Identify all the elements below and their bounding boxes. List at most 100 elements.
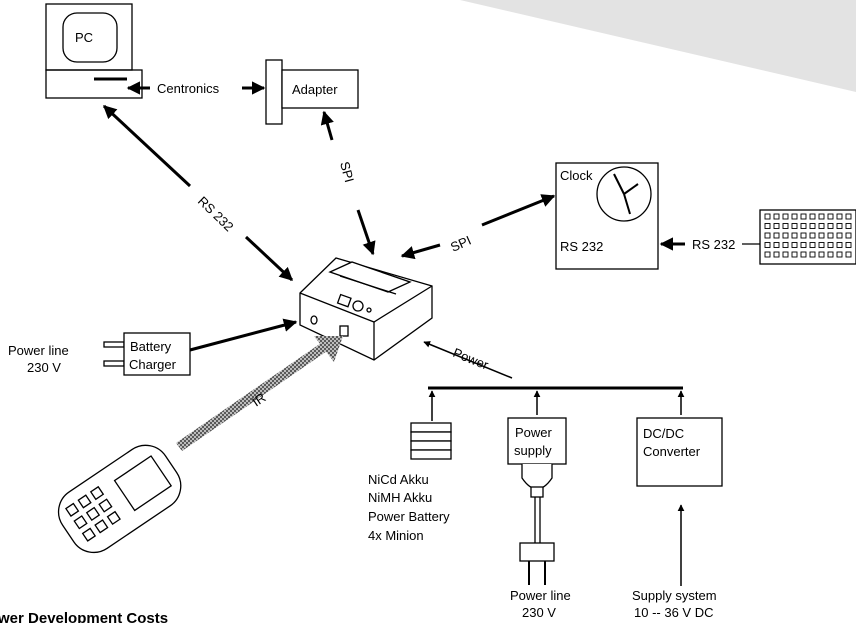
keypad-key: [836, 251, 843, 258]
remote-key: [81, 527, 97, 542]
power-cord: [519, 464, 555, 585]
centronics-label: Centronics: [157, 81, 220, 96]
battery-type-3: Power Battery: [368, 509, 450, 524]
keypad-key: [845, 223, 852, 229]
keypad-key: [809, 223, 816, 229]
keypad-panel: [759, 209, 856, 265]
keypad-key: [827, 242, 834, 248]
keypad-key: [764, 213, 771, 220]
keypad-key: [845, 232, 852, 239]
handheld-remote: [57, 444, 182, 554]
power-arrow: [423, 341, 513, 379]
keypad-key: [764, 251, 771, 258]
spi-adapter-arrow-up: [320, 110, 334, 141]
keypad-key: [845, 251, 852, 258]
keypad-key: [836, 232, 843, 239]
power-supply-label-1: Power: [515, 425, 553, 440]
remote-key: [106, 510, 121, 526]
keypad-key: [818, 223, 825, 229]
section-heading: wer Development Costs: [0, 610, 168, 623]
supply-system-1: Supply system: [632, 588, 717, 603]
keypad-key: [845, 242, 852, 248]
keypad-key: [764, 242, 771, 248]
keypad-key: [791, 232, 798, 239]
battery-type-4: 4x Minion: [368, 528, 424, 543]
adapter-plug: [265, 59, 283, 125]
keypad-key: [836, 213, 843, 220]
corner-shade: [460, 0, 856, 92]
rs232-pc-arrow-up: [102, 104, 192, 188]
rs232-keyboard-label: RS 232: [692, 237, 735, 252]
battery-type-2: NiMH Akku: [368, 490, 432, 505]
keypad-key: [818, 242, 825, 248]
remote-key: [94, 519, 109, 534]
rs232-pc-arrow-down: [244, 235, 294, 282]
keypad-key: [800, 213, 807, 220]
dcdc-label-2: Converter: [643, 444, 701, 459]
keypad-key: [818, 232, 825, 239]
battery-type-1: NiCd Akku: [368, 472, 429, 487]
remote-key: [77, 494, 92, 509]
keypad-key: [782, 232, 789, 239]
charger-plug: [103, 341, 125, 367]
power-supply-label-2: supply: [514, 443, 552, 458]
keypad-key: [809, 213, 816, 220]
keypad-key: [809, 242, 816, 248]
keypad-key: [764, 232, 771, 239]
spi-adapter-label: SPI: [337, 160, 357, 184]
ir-beam: [176, 341, 330, 451]
spi-adapter-arrow-down: [356, 209, 376, 256]
keypad-key: [782, 242, 789, 248]
keypad-key: [782, 223, 789, 229]
spi-clock-label: SPI: [448, 233, 473, 255]
ir-beam-head: [314, 336, 343, 362]
supply-power-line-1: Power line: [510, 588, 571, 603]
remote-key: [85, 506, 101, 522]
keypad-key: [773, 223, 780, 229]
keypad-key: [800, 242, 807, 248]
pc-label: PC: [75, 30, 93, 45]
keypad-key: [800, 232, 807, 239]
remote-key: [73, 515, 88, 530]
battery-charger-label-2: Charger: [129, 357, 177, 372]
charger-power-line-1: Power line: [8, 343, 69, 358]
keypad-key: [845, 213, 852, 220]
dcdc-converter-box: [636, 417, 723, 487]
keypad-key: [791, 223, 798, 229]
battery-charger-label-1: Battery: [130, 339, 172, 354]
keypad-key: [773, 213, 780, 220]
rs232-pc-label: RS 232: [195, 193, 237, 234]
adapter-label: Adapter: [292, 82, 338, 97]
remote-key: [89, 485, 105, 501]
keypad-key: [836, 223, 843, 229]
remote-key: [98, 498, 113, 513]
clock-icon: [596, 166, 652, 222]
adapter-box: [281, 69, 359, 109]
keypad-key: [818, 251, 825, 258]
keypad-key: [827, 213, 834, 220]
dcdc-label-1: DC/DC: [643, 426, 684, 441]
keypad-key: [827, 251, 834, 258]
spi-clock-arrow-right: [481, 194, 556, 227]
keypad-key: [818, 213, 825, 220]
keypad-key: [800, 223, 807, 229]
keypad-key: [791, 242, 798, 248]
clock-label: Clock: [560, 168, 593, 183]
keypad-key: [809, 232, 816, 239]
keypad-key: [764, 223, 771, 229]
keypad-key: [827, 232, 834, 239]
central-terminal: [299, 257, 433, 361]
pc-computer: [45, 3, 143, 99]
keypad-key: [791, 213, 798, 220]
keypad-key: [836, 242, 843, 248]
keypad-key: [791, 251, 798, 258]
charger-link: [189, 318, 298, 352]
keypad-key: [827, 223, 834, 229]
keypad-key: [809, 251, 816, 258]
charger-power-line-2: 230 V: [27, 360, 61, 375]
clock-box: [555, 162, 659, 270]
clock-port-label: RS 232: [560, 239, 603, 254]
supply-power-line-2: 230 V: [522, 605, 556, 620]
keypad-key: [773, 232, 780, 239]
